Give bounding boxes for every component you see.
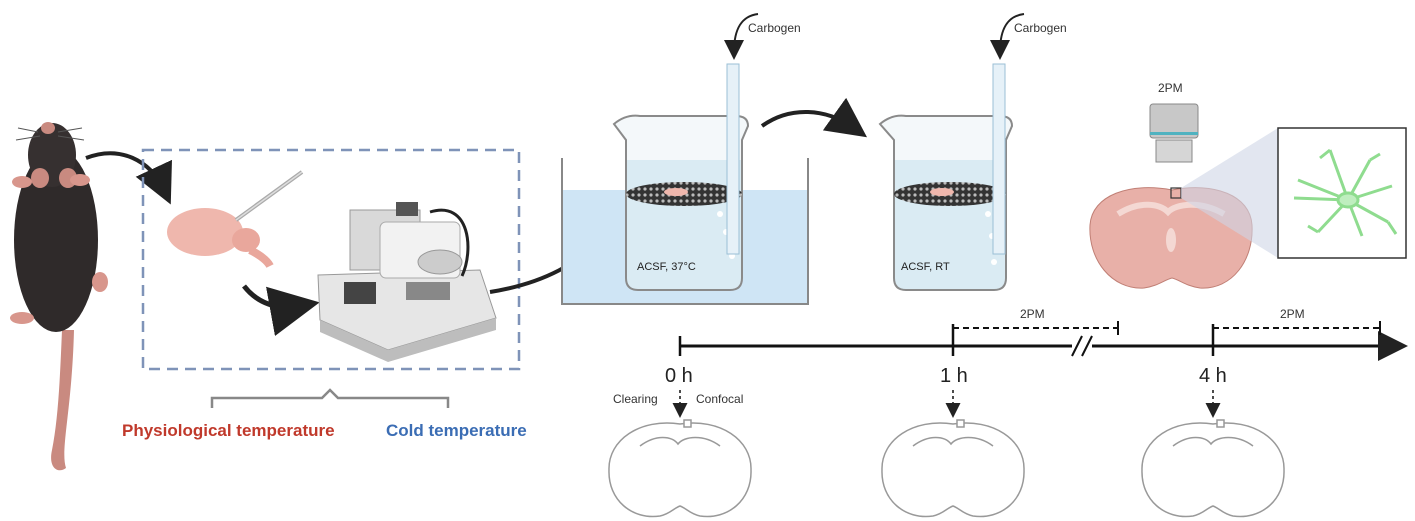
imaging-window-1 (953, 321, 1119, 335)
slice-outline-0h (608, 419, 752, 518)
physiological-temperature-label: Physiological temperature (122, 421, 335, 440)
mouse-illustration (10, 122, 108, 471)
axis-break (1071, 335, 1093, 357)
astrocyte-icon (1293, 148, 1398, 237)
spatula-icon (234, 170, 304, 222)
carbogen-tube-2 (992, 63, 1006, 255)
vibratome-illustration (317, 202, 497, 362)
carbogen-label-2: Carbogen (1014, 21, 1067, 35)
imaging-window-1-label: 2PM (1020, 307, 1045, 321)
carbogen-label-1: Carbogen (748, 21, 801, 35)
slice-outline-1h (881, 419, 1025, 518)
cold-temperature-label: Cold temperature (386, 421, 527, 440)
arrow-beaker-to-beaker (760, 97, 868, 138)
acsf-warm-label: ACSF, 37°C (637, 261, 696, 273)
imaging-window-2 (1213, 321, 1381, 335)
zoom-cone (1181, 128, 1278, 258)
imaging-window-2-label: 2PM (1280, 307, 1305, 321)
carbogen-arrow-1 (724, 13, 759, 60)
temperature-brace (210, 388, 450, 408)
clearing-label: Clearing (613, 392, 658, 406)
beaker-rt (878, 114, 1014, 291)
dissection-box (141, 148, 521, 371)
objective-icon (1149, 103, 1199, 163)
tick-label-4h: 4 h (1199, 365, 1227, 387)
tick-label-0h: 0 h (665, 365, 693, 387)
beaker-warm (612, 114, 750, 291)
acsf-rt-label: ACSF, RT (901, 261, 950, 273)
carbogen-tube-1 (726, 63, 740, 255)
objective-label: 2PM (1158, 81, 1183, 95)
arrow-mouse-to-brain (85, 151, 172, 205)
slice-outline-4h (1141, 419, 1285, 518)
confocal-label: Confocal (696, 392, 743, 406)
tick-label-1h: 1 h (940, 365, 968, 387)
carbogen-arrow-2 (990, 13, 1025, 60)
brain-illustration (167, 208, 274, 269)
arrow-brain-to-vibratome (242, 284, 320, 336)
